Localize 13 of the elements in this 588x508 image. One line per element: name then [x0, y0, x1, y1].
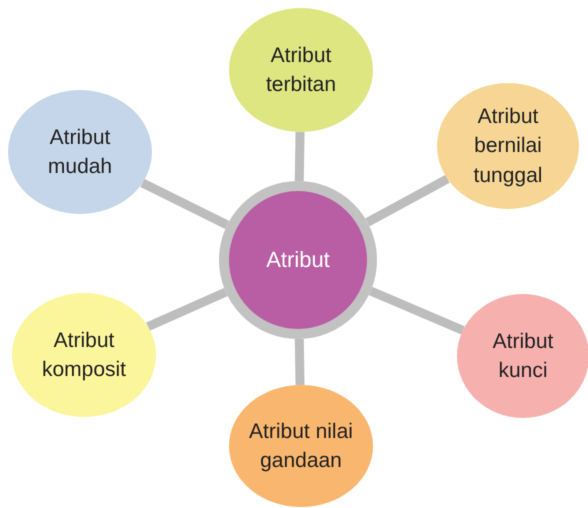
- node-label: Atribut nilai gandaan: [249, 418, 353, 474]
- node-label: Atribut mudah: [46, 124, 114, 180]
- node-label: Atribut kunci: [492, 328, 554, 384]
- connector-line: [294, 338, 305, 386]
- node-label: Atribut bernilai tunggal: [472, 104, 544, 189]
- connector-line: [146, 288, 228, 331]
- connector-line: [365, 174, 450, 226]
- connector-line: [140, 178, 230, 229]
- center-label: Atribut: [265, 246, 331, 274]
- node-label: Atribut terbitan: [264, 42, 338, 98]
- connector-line: [294, 132, 305, 182]
- connector-line: [368, 286, 465, 334]
- node-label: Atribut komposit: [40, 328, 128, 383]
